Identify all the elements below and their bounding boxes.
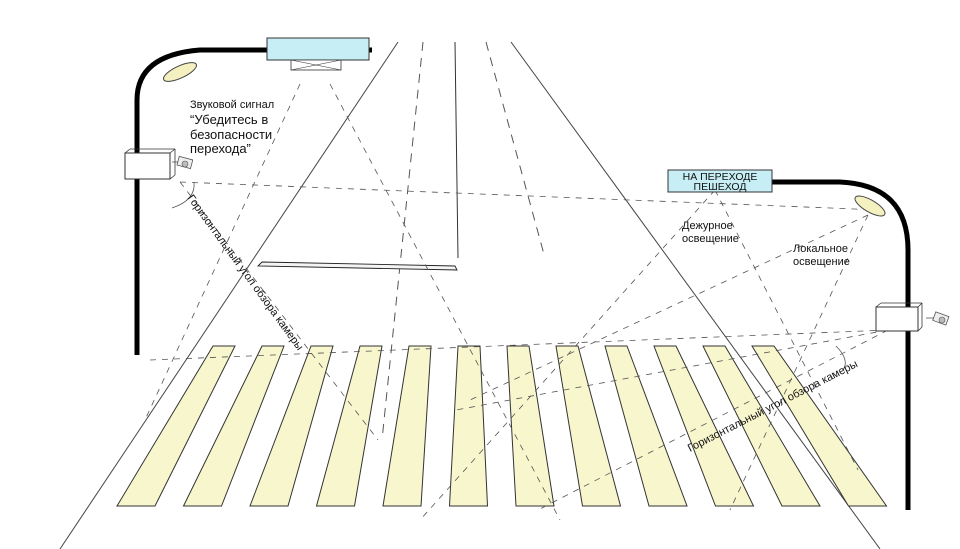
right-speaker-box-edge <box>917 326 923 332</box>
crosswalk-stripe <box>506 345 555 507</box>
crosswalk-stripes <box>116 345 888 507</box>
crosswalk-stripe <box>315 345 383 507</box>
view-line <box>419 189 716 521</box>
duty-lighting-line2: освещение <box>682 233 739 245</box>
view-line <box>144 83 301 421</box>
pedestrian-sign-line2: ПЕШЕХОД <box>694 181 747 193</box>
view-line <box>469 214 869 401</box>
right-speaker-box <box>875 306 919 332</box>
local-lighting-line2: освещение <box>793 256 850 268</box>
stop-line <box>256 261 458 271</box>
left-pole-mast <box>134 47 372 355</box>
left-lamp <box>162 62 198 82</box>
view-line <box>149 329 889 361</box>
left-overhead-sign <box>266 37 370 61</box>
local-lighting-label: Локальное освещение <box>793 243 850 268</box>
right-lamp <box>854 195 886 217</box>
crosswalk-stripe <box>382 345 432 507</box>
camera-view-lines <box>144 83 889 521</box>
sound-signal-line1: Звуковой сигнал <box>190 99 274 111</box>
view-line <box>714 189 859 471</box>
angle-arcs <box>171 181 846 371</box>
right-camera-lens <box>938 316 946 324</box>
road-edge-right <box>510 41 881 549</box>
left-speaker-box-edge <box>169 148 176 154</box>
left-sign-bracket-line <box>290 59 342 71</box>
view-line <box>537 329 889 511</box>
crosswalk-stripe <box>182 345 285 507</box>
road-edges <box>59 41 881 549</box>
left-speaker-box-edge <box>169 174 176 180</box>
lane-line <box>485 41 546 259</box>
road-edge-left <box>59 41 399 549</box>
view-line <box>455 329 889 411</box>
crosswalk-stripe <box>604 345 688 507</box>
crosswalk-stripe <box>249 345 334 507</box>
left-pole <box>124 37 372 355</box>
lane-line <box>381 41 424 441</box>
right-pole: НА ПЕРЕХОДЕ ПЕШЕХОД <box>667 169 950 510</box>
sound-signal-line4: перехода” <box>190 141 251 156</box>
sound-signal-line3: безопасности <box>190 127 272 142</box>
view-line <box>179 181 881 211</box>
duty-lighting-line1: Дежурное <box>682 220 733 232</box>
view-line <box>329 83 561 521</box>
crosswalk-stripe <box>653 345 755 507</box>
sound-signal-label: Звуковой сигнал “Убедитесь в безопасност… <box>190 99 274 156</box>
pedestrian-sign <box>667 169 773 193</box>
angle-arc-right <box>835 345 846 371</box>
road-center-line <box>454 41 459 259</box>
duty-lighting-label: Дежурное освещение <box>682 220 739 245</box>
sound-signal-line2: “Убедитесь в <box>190 112 268 127</box>
right-speaker-box-edge <box>917 302 923 308</box>
right-speaker-box-edge <box>875 302 882 308</box>
crosswalk-stripe <box>702 345 821 507</box>
crosswalk-stripe <box>116 345 236 507</box>
right-pole-mast <box>770 179 911 510</box>
left-speaker-box <box>124 152 171 180</box>
lane-markings <box>381 41 546 441</box>
left-speaker-box-edge <box>124 148 131 154</box>
crosswalk-stripe <box>751 345 888 507</box>
angle-arc-left <box>171 181 195 209</box>
crosswalk-stripe <box>555 345 622 507</box>
right-camera-icon <box>926 311 950 326</box>
camera-angle-label-left: Горизонтальный угол обзора камеры <box>185 193 306 353</box>
crosswalk-stripe <box>448 345 489 507</box>
left-camera-lens <box>181 160 189 168</box>
local-lighting-line1: Локальное <box>793 243 848 255</box>
left-camera-icon <box>172 155 194 170</box>
pedestrian-sign-line1: НА ПЕРЕХОДЕ <box>683 171 758 183</box>
